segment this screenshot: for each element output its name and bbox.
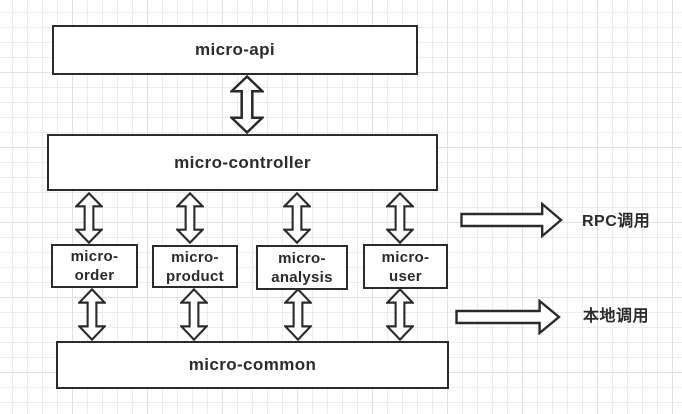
legend-label-local: 本地调用 (583, 308, 650, 325)
node-micro-product: micro- product (152, 245, 238, 288)
node-label-line2: analysis (271, 268, 333, 286)
node-micro-order: micro- order (51, 244, 138, 288)
node-micro-common: micro-common (56, 341, 449, 389)
node-label-line1: micro- (70, 248, 119, 265)
bidirectional-arrow-icon-controller-order (75, 192, 103, 244)
node-label-line2: user (389, 267, 422, 285)
node-label: micro-common (188, 355, 317, 374)
bidirectional-arrow-icon-controller-analysis (283, 192, 311, 244)
bidirectional-arrow-icon-order-common (78, 288, 106, 341)
bidirectional-arrow-icon-product-common (180, 288, 208, 341)
bidirectional-arrow-icon-api-controller (230, 75, 264, 134)
bidirectional-arrow-icon-controller-product (176, 192, 204, 244)
node-label-line1: micro- (171, 248, 219, 266)
node-label: micro-controller (174, 152, 311, 172)
node-label-line2: order (74, 267, 115, 284)
legend-label-rpc: RPC调用 (582, 213, 651, 230)
bidirectional-arrow-icon-user-common (386, 288, 414, 341)
node-micro-api: micro-api (52, 25, 418, 75)
right-arrow-icon-local (455, 299, 561, 335)
node-label: micro-api (194, 40, 276, 59)
bidirectional-arrow-icon-controller-user (386, 192, 414, 244)
node-micro-controller: micro-controller (47, 134, 438, 191)
node-label-line2: product (166, 267, 224, 285)
node-micro-analysis: micro- analysis (256, 245, 348, 290)
node-label-line1: micro- (278, 249, 326, 267)
node-micro-user: micro- user (363, 244, 448, 289)
bidirectional-arrow-icon-analysis-common (284, 288, 312, 341)
node-label-line1: micro- (381, 248, 430, 266)
right-arrow-icon-rpc (460, 202, 563, 238)
